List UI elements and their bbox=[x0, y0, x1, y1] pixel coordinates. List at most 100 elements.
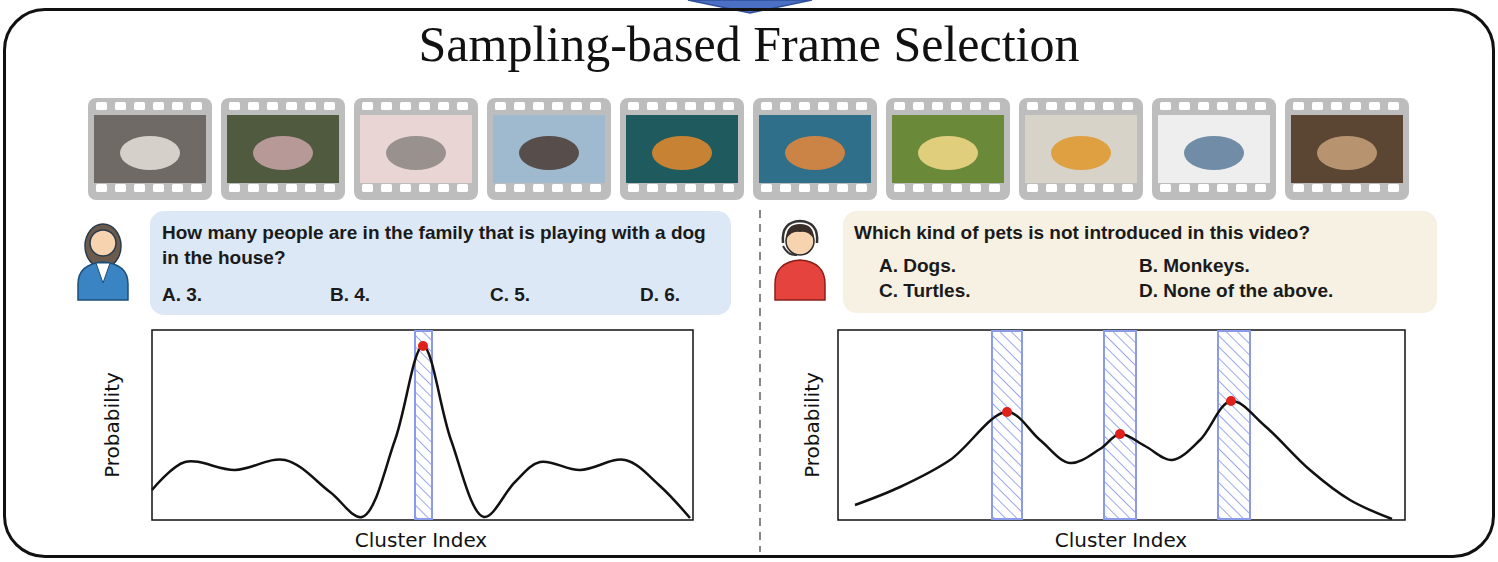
sprocket-hole bbox=[1331, 102, 1342, 110]
sprocket-hole bbox=[704, 184, 715, 192]
sprocket-hole bbox=[457, 184, 468, 192]
film-strip-row bbox=[88, 98, 1409, 200]
sprocket-hole bbox=[951, 184, 962, 192]
down-arrow bbox=[688, 0, 812, 13]
sprocket-hole bbox=[400, 102, 411, 110]
probability-curve bbox=[152, 346, 690, 518]
sprocket-hole bbox=[533, 184, 544, 192]
frame-image bbox=[1025, 115, 1137, 183]
answer-option: C. Turtles. bbox=[879, 278, 1139, 303]
sprocket-hole bbox=[590, 184, 601, 192]
sprocket-hole bbox=[1103, 102, 1114, 110]
sprocket-hole bbox=[989, 102, 1000, 110]
sprocket-hole bbox=[1388, 184, 1399, 192]
sprocket-hole bbox=[685, 184, 696, 192]
sprocket-hole bbox=[1122, 102, 1133, 110]
question-bubble: Which kind of pets is not introduced in … bbox=[843, 211, 1437, 313]
frame-selection-panel: Sampling-based Frame SelectionHow many p… bbox=[3, 8, 1495, 558]
icon-face bbox=[90, 230, 116, 256]
sprocket-hole bbox=[704, 102, 715, 110]
sprocket-hole bbox=[1293, 184, 1304, 192]
sprocket-hole bbox=[685, 102, 696, 110]
sprocket-hole bbox=[1084, 184, 1095, 192]
film-frame bbox=[88, 98, 212, 200]
frame-subject bbox=[1051, 136, 1111, 170]
panel-title: Sampling-based Frame Selection bbox=[6, 11, 1492, 72]
sprocket-hole bbox=[1350, 184, 1361, 192]
frame-image bbox=[493, 115, 605, 183]
frame-subject bbox=[652, 136, 712, 170]
sprocket-hole bbox=[96, 102, 107, 110]
sprocket-hole bbox=[1236, 184, 1247, 192]
sprocket-hole bbox=[514, 184, 525, 192]
sprocket-hole bbox=[628, 184, 639, 192]
film-border bbox=[1152, 98, 1276, 200]
sprocket-hole bbox=[419, 184, 430, 192]
sprocket-hole bbox=[1179, 102, 1190, 110]
sprocket-hole bbox=[1046, 184, 1057, 192]
sprocket-hole bbox=[1350, 102, 1361, 110]
sprocket-hole bbox=[913, 102, 924, 110]
sprocket-hole bbox=[191, 102, 202, 110]
sprocket-hole bbox=[1312, 102, 1323, 110]
sprocket-hole bbox=[305, 184, 316, 192]
frame-subject bbox=[1184, 136, 1244, 170]
sprocket-hole bbox=[1217, 184, 1228, 192]
sprocket-hole bbox=[1160, 102, 1171, 110]
film-frame bbox=[354, 98, 478, 200]
film-frame bbox=[221, 98, 345, 200]
film-border bbox=[354, 98, 478, 200]
film-frame bbox=[620, 98, 744, 200]
sprocket-hole bbox=[571, 102, 582, 110]
sprocket-hole bbox=[400, 184, 411, 192]
film-border bbox=[88, 98, 212, 200]
sprocket-hole bbox=[970, 102, 981, 110]
frame-subject bbox=[1317, 136, 1377, 170]
answer-option: D. 6. bbox=[640, 282, 723, 307]
sprocket-hole bbox=[1198, 184, 1209, 192]
sprocket-hole bbox=[1160, 184, 1171, 192]
axis-label: Probability bbox=[801, 372, 823, 478]
icon-headset bbox=[783, 221, 817, 243]
sample-dot bbox=[1002, 407, 1012, 417]
sprocket-hole bbox=[761, 184, 772, 192]
plot-frame bbox=[838, 330, 1405, 520]
frame-image bbox=[94, 115, 206, 183]
answer-option: A. Dogs. bbox=[879, 253, 1139, 278]
sprocket-hole bbox=[666, 102, 677, 110]
sprocket-hole bbox=[495, 102, 506, 110]
sample-dot bbox=[1226, 396, 1236, 406]
selected-band bbox=[992, 331, 1022, 519]
sprocket-hole bbox=[229, 184, 240, 192]
option-grid: A. Dogs.B. Monkeys.C. Turtles.D. None of… bbox=[879, 253, 1431, 303]
sprocket-hole bbox=[191, 184, 202, 192]
frame-image bbox=[360, 115, 472, 183]
sprocket-hole bbox=[628, 102, 639, 110]
sprocket-hole bbox=[1065, 184, 1076, 192]
sprocket-hole bbox=[134, 184, 145, 192]
sprocket-hole bbox=[362, 102, 373, 110]
sprocket-hole bbox=[324, 102, 335, 110]
sprocket-hole bbox=[951, 102, 962, 110]
sprocket-hole bbox=[362, 184, 373, 192]
sprocket-hole bbox=[761, 102, 772, 110]
answer-option: B. 4. bbox=[330, 282, 490, 307]
frame-image bbox=[1291, 115, 1403, 183]
sprocket-hole bbox=[989, 184, 1000, 192]
sprocket-hole bbox=[438, 102, 449, 110]
sample-dot bbox=[1115, 429, 1125, 439]
frame-image bbox=[892, 115, 1004, 183]
sprocket-hole bbox=[1236, 102, 1247, 110]
sprocket-hole bbox=[818, 102, 829, 110]
sprocket-hole bbox=[1027, 102, 1038, 110]
man-icon bbox=[775, 221, 825, 300]
sprocket-hole bbox=[267, 102, 278, 110]
sprocket-hole bbox=[229, 102, 240, 110]
film-frame bbox=[1152, 98, 1276, 200]
sprocket-hole bbox=[799, 184, 810, 192]
frame-image bbox=[1158, 115, 1270, 183]
icon-body bbox=[775, 260, 825, 300]
sprocket-hole bbox=[267, 184, 278, 192]
sprocket-hole bbox=[381, 184, 392, 192]
sprocket-hole bbox=[1179, 184, 1190, 192]
